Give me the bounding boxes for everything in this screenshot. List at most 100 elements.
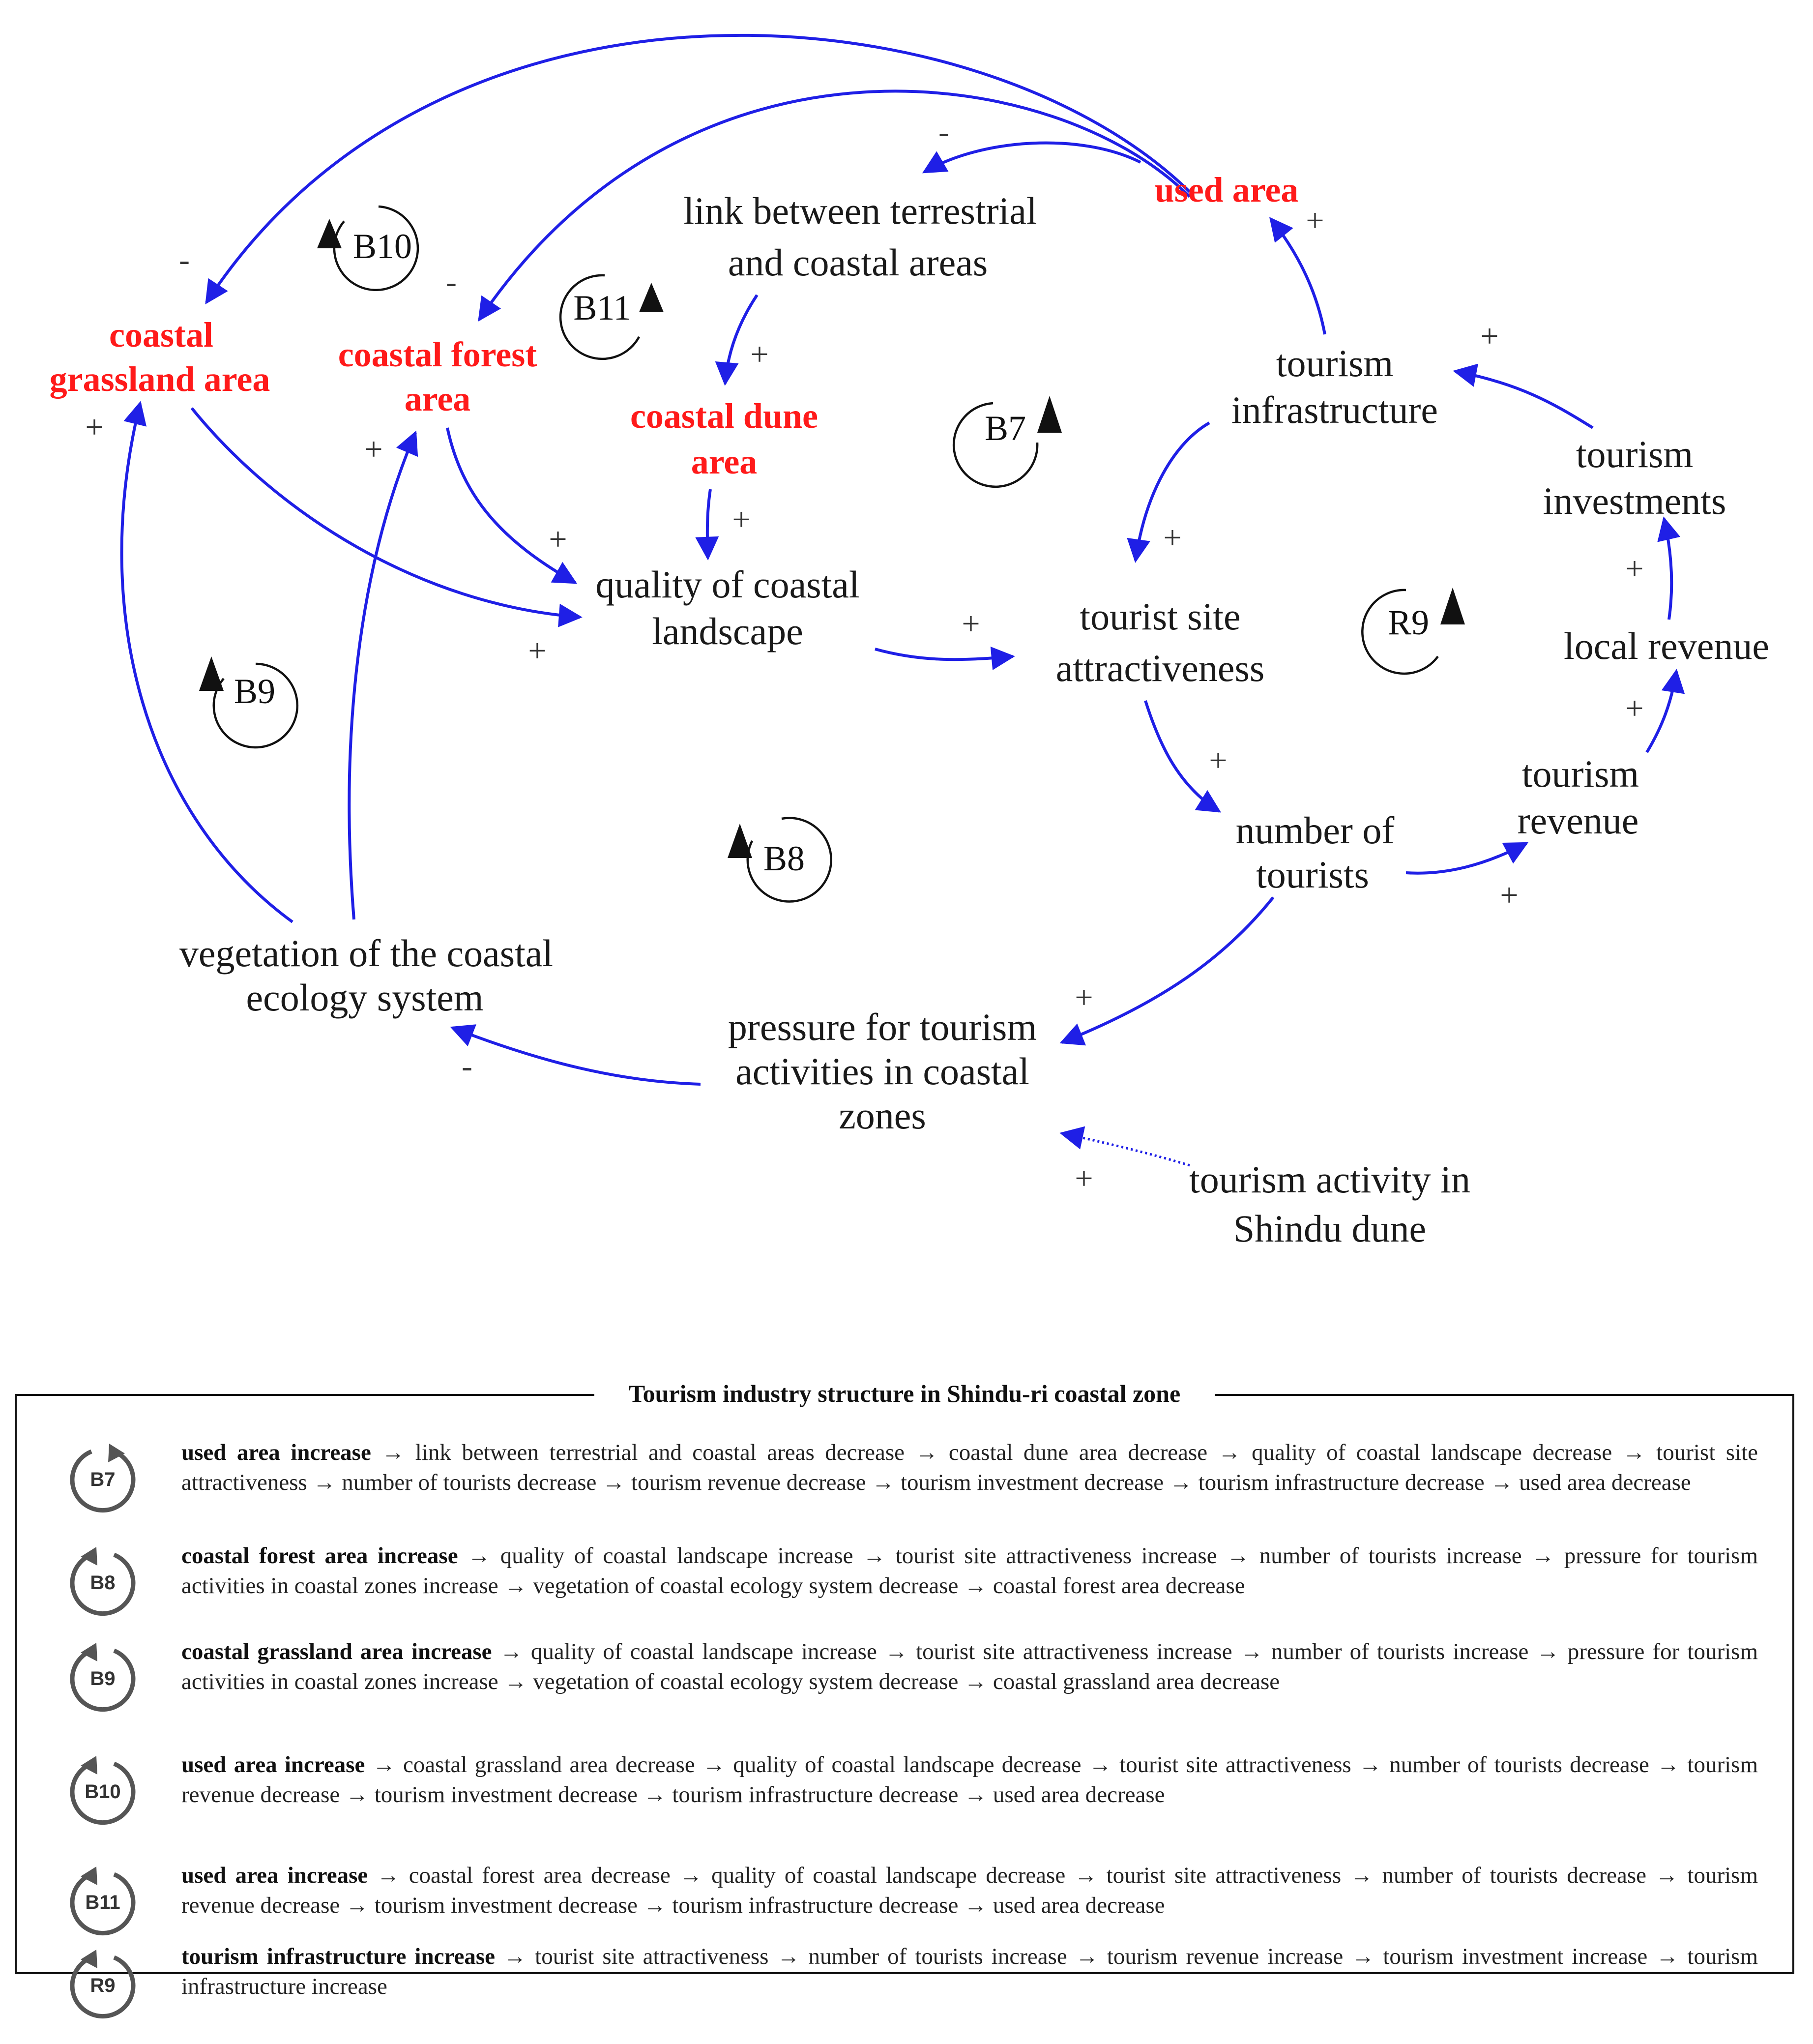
polarity-veg-grassland: + xyxy=(85,409,103,445)
polarity-forest-quality: + xyxy=(549,521,567,557)
edge-forest-to-quality xyxy=(446,427,578,584)
svg-text:B7: B7 xyxy=(985,409,1026,448)
loop-legend: Tourism industry structure in Shindu-ri … xyxy=(15,1380,1794,2018)
loop-badge-icon: B8 xyxy=(66,1544,140,1618)
polarity-used-forest: - xyxy=(446,264,457,300)
node-coastal-dune-area: coastal dune area xyxy=(630,396,818,481)
edge-dune-to-quality xyxy=(695,489,719,561)
edge-grassland-to-quality xyxy=(190,407,583,627)
svg-text:B8: B8 xyxy=(763,839,805,878)
causal-loop-diagram: - - - + + + + + + + + + + + + + + + - + … xyxy=(50,33,1769,1250)
edge-used-to-grassland xyxy=(205,33,1191,305)
loop-marker-b7: B7 xyxy=(952,396,1062,488)
svg-text:tourism activity in: tourism activity in xyxy=(1189,1158,1470,1201)
loop-marker-b9: B9 xyxy=(199,656,299,749)
polarity-revenue-localrevenue: + xyxy=(1625,690,1643,726)
node-coastal-forest-area: coastal forest area xyxy=(338,335,537,418)
node-tourist-site-attractiveness: tourist site attractiveness xyxy=(1056,595,1264,689)
svg-text:and coastal areas: and coastal areas xyxy=(728,241,988,284)
svg-text:area: area xyxy=(691,442,758,481)
svg-text:B10: B10 xyxy=(85,1781,120,1803)
node-quality-coastal-landscape: quality of coastal landscape xyxy=(595,563,859,652)
svg-text:B11: B11 xyxy=(85,1892,120,1913)
svg-text:number of: number of xyxy=(1236,809,1395,852)
polarity-used-grassland: - xyxy=(179,242,190,278)
legend-text: used area increase → coastal grassland a… xyxy=(181,1752,1758,1807)
svg-text:pressure for tourism: pressure for tourism xyxy=(728,1006,1037,1048)
svg-text:coastal forest: coastal forest xyxy=(338,335,537,374)
edge-quality-to-attract xyxy=(875,647,1015,670)
svg-text:tourists: tourists xyxy=(1256,853,1369,896)
legend-text: coastal grassland area increase → qualit… xyxy=(181,1639,1758,1694)
svg-text:B11: B11 xyxy=(573,288,631,327)
loop-marker-b10: B10 xyxy=(317,205,419,292)
legend-text: coastal forest area increase → quality o… xyxy=(181,1543,1758,1599)
legend-title: Tourism industry structure in Shindu-ri … xyxy=(17,1379,1792,1408)
polarity-tourists-revenue: + xyxy=(1500,877,1518,913)
legend-row-r9: R9 tourism infrastructure increase → tou… xyxy=(51,1944,1758,2040)
svg-text:B9: B9 xyxy=(234,672,275,711)
edge-pressure-to-veg xyxy=(450,1024,701,1086)
node-number-of-tourists: number of tourists xyxy=(1236,809,1395,896)
polarity-used-link: - xyxy=(938,114,949,150)
svg-text:coastal: coastal xyxy=(109,315,213,355)
svg-text:vegetation of the coastal: vegetation of the coastal xyxy=(179,932,553,975)
node-coastal-grassland-area: coastal grassland area xyxy=(50,315,270,399)
legend-row-b8: B8 coastal forest area increase → qualit… xyxy=(51,1541,1758,1629)
svg-text:activities in coastal: activities in coastal xyxy=(735,1050,1029,1093)
edge-revenue-to-localrevenue xyxy=(1645,669,1685,753)
svg-text:coastal dune: coastal dune xyxy=(630,396,818,436)
edge-infra-to-attract xyxy=(1127,421,1210,563)
svg-text:tourist site: tourist site xyxy=(1080,595,1240,638)
loop-badge-icon: B11 xyxy=(66,1864,140,1937)
loop-marker-r9: R9 xyxy=(1361,588,1465,675)
node-tourism-investments: tourism investments xyxy=(1543,433,1726,522)
svg-text:attractiveness: attractiveness xyxy=(1056,647,1264,689)
svg-text:tourism: tourism xyxy=(1576,433,1693,475)
svg-text:tourism: tourism xyxy=(1522,752,1639,795)
svg-text:tourism: tourism xyxy=(1276,342,1393,385)
svg-text:B9: B9 xyxy=(90,1668,115,1689)
legend-text: used area increase → link between terres… xyxy=(181,1440,1758,1495)
svg-text:investments: investments xyxy=(1543,479,1726,522)
edge-localrevenue-to-invest xyxy=(1657,516,1681,620)
polarity-tourists-pressure: + xyxy=(1075,979,1093,1015)
node-used-area: used area xyxy=(1155,170,1299,209)
svg-text:Shindu dune: Shindu dune xyxy=(1233,1207,1426,1250)
svg-text:B7: B7 xyxy=(90,1469,115,1490)
legend-text: used area increase → coastal forest area… xyxy=(181,1863,1758,1918)
node-pressure-tourism-activities: pressure for tourism activities in coast… xyxy=(728,1006,1037,1137)
loop-badge-icon: B10 xyxy=(66,1753,140,1827)
legend-row-b9: B9 coastal grassland area increase → qua… xyxy=(51,1637,1758,1725)
edge-invest-to-infra xyxy=(1453,363,1594,429)
loop-marker-b8: B8 xyxy=(728,817,832,903)
node-tourism-revenue: tourism revenue xyxy=(1518,752,1639,842)
svg-text:B8: B8 xyxy=(90,1572,115,1594)
loop-marker-b11: B11 xyxy=(559,274,664,360)
polarity-pressure-veg: - xyxy=(462,1048,472,1084)
edge-used-to-link xyxy=(922,141,1141,174)
polarity-invest-infra: + xyxy=(1480,318,1498,354)
edge-tourists-to-pressure xyxy=(1059,896,1275,1046)
polarity-infra-attract: + xyxy=(1163,520,1181,556)
svg-text:quality of coastal: quality of coastal xyxy=(595,563,859,606)
svg-text:R9: R9 xyxy=(1388,603,1429,642)
polarity-localrevenue-invest: + xyxy=(1625,551,1643,587)
svg-text:landscape: landscape xyxy=(652,610,803,652)
polarity-link-dune: + xyxy=(750,336,768,372)
svg-text:ecology system: ecology system xyxy=(246,976,483,1019)
loop-badge-icon: R9 xyxy=(66,1947,140,2020)
polarity-attract-tourists: + xyxy=(1209,742,1227,778)
polarity-veg-forest: + xyxy=(364,431,382,467)
svg-text:area: area xyxy=(405,379,471,418)
svg-text:grassland area: grassland area xyxy=(50,359,270,399)
svg-text:revenue: revenue xyxy=(1518,799,1639,842)
svg-text:zones: zones xyxy=(839,1094,926,1137)
edge-infra-to-used xyxy=(1269,217,1326,335)
node-tourism-infrastructure: tourism infrastructure xyxy=(1231,342,1438,431)
node-vegetation-coastal-ecology: vegetation of the coastal ecology system xyxy=(179,932,553,1019)
polarity-dune-quality: + xyxy=(732,502,750,537)
polarity-infra-used: + xyxy=(1306,203,1324,238)
polarity-activity-pressure: + xyxy=(1075,1160,1093,1196)
legend-row-b7: B7 used area increase → link between ter… xyxy=(51,1438,1758,1526)
